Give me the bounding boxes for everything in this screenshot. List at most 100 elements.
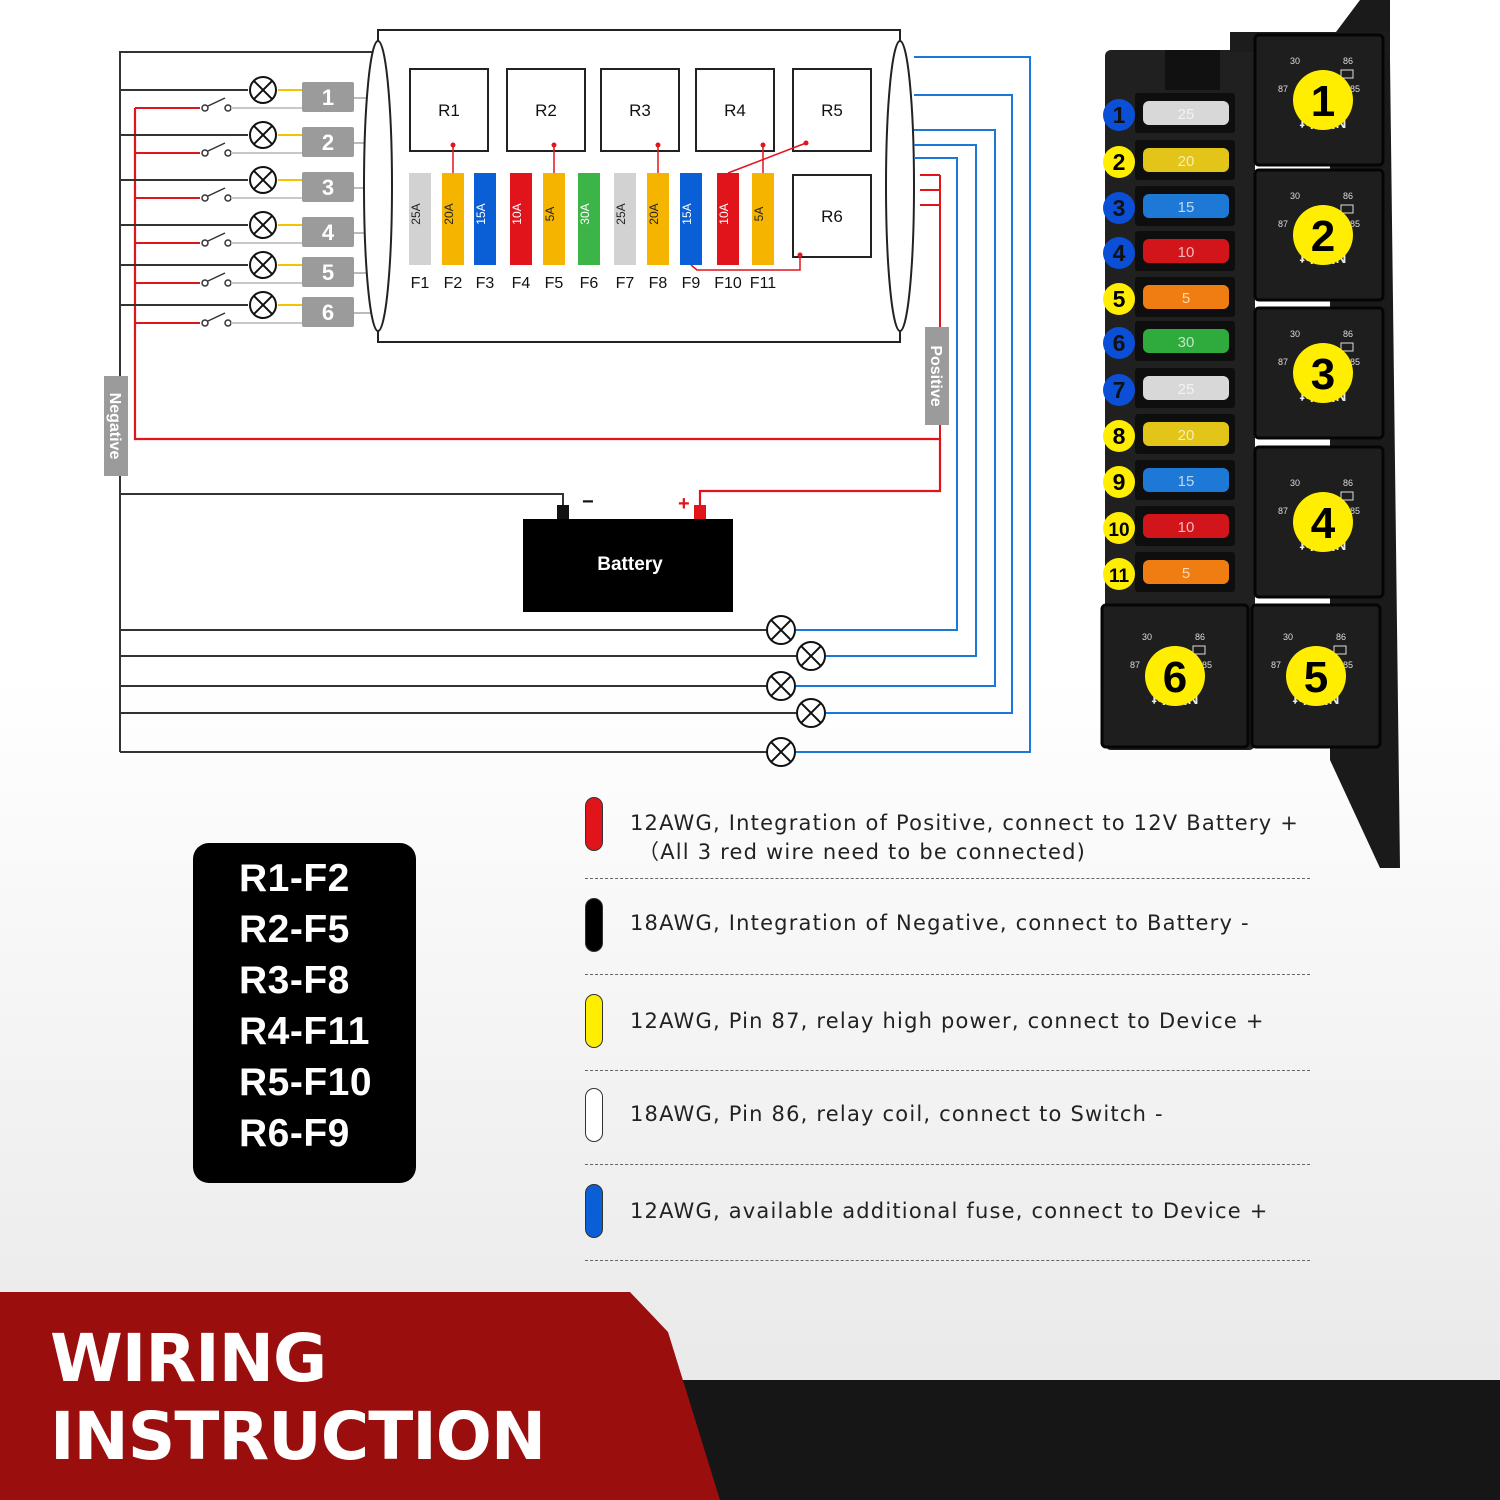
lamp-icon-x <box>253 80 273 100</box>
link-dot <box>551 142 557 148</box>
fuse-label: F4 <box>512 275 531 292</box>
relay-pin-label: 30 <box>1290 56 1300 66</box>
blue-wire <box>796 157 958 631</box>
relay-pin-label: 86 <box>1343 329 1353 339</box>
relay-pin-label: 85 <box>1350 84 1360 94</box>
relay-r1 <box>409 68 489 152</box>
legend-swatch-red <box>585 797 603 851</box>
relay-coil-icon <box>1340 204 1354 214</box>
switch-icon <box>201 149 209 157</box>
relay-coil-icon <box>1333 645 1347 655</box>
fuse-f10 <box>717 173 739 265</box>
battery-minus-sign: − <box>582 491 594 513</box>
blue-wire <box>826 94 1013 714</box>
device-lamp-icon-x <box>800 645 822 667</box>
battery-terminal-negative <box>557 505 569 520</box>
switch-icon <box>207 97 226 107</box>
fuse-rating: 25A <box>409 203 423 224</box>
legend-swatch-black <box>585 898 603 952</box>
legend-row-yellow: 12AWG, Pin 87, relay high power, connect… <box>585 974 1310 1071</box>
fuse-blade <box>1143 560 1229 584</box>
relay-pin-label: 87 <box>1278 357 1288 367</box>
fuse-slot-tag <box>1103 327 1135 359</box>
switch-number: 4 <box>322 220 335 245</box>
lamp-icon-x <box>253 215 273 235</box>
fuse-rating: 20A <box>647 203 661 224</box>
relay-pin-label: 86 <box>1343 56 1353 66</box>
fuse-rating: 5A <box>543 207 557 222</box>
fuse-label: F1 <box>411 275 430 292</box>
legend-swatch-white <box>585 1088 603 1142</box>
title-banner: WIRING INSTRUCTION <box>0 1292 720 1500</box>
negative-wire <box>120 493 564 508</box>
relay-r5 <box>792 68 872 152</box>
relay-pin-label: 85 <box>1343 660 1353 670</box>
fuse-blade <box>1143 101 1229 125</box>
switch-icon <box>224 149 232 157</box>
relay-pin-label: 87 <box>1278 84 1288 94</box>
relay-pin-label: 85 <box>1350 357 1360 367</box>
fuse-slot-value: 25 <box>1178 106 1195 123</box>
switch-icon <box>224 279 232 287</box>
fuse-slot-number: 10 <box>1108 520 1129 541</box>
link-dot <box>760 142 766 148</box>
fuse-blade <box>1143 285 1229 309</box>
relay-pin-label: 86 <box>1195 632 1205 642</box>
relay-coil-icon <box>1340 69 1354 79</box>
fuse-slot-number: 8 <box>1113 423 1126 449</box>
banner-title-line2: INSTRUCTION <box>50 1398 546 1475</box>
fuse-slot-value: 30 <box>1178 334 1195 351</box>
battery-terminal-positive <box>694 505 706 520</box>
fuse-slot-value: 25 <box>1178 381 1195 398</box>
fuse-rating: 5A <box>752 207 766 222</box>
fuse-f5 <box>543 173 565 265</box>
switch-number-tag <box>302 82 354 112</box>
relay-r2 <box>506 68 586 152</box>
fuse-f11 <box>752 173 774 265</box>
relay-coil-icon <box>1192 645 1206 655</box>
lamp-icon-x <box>253 295 273 315</box>
fuse-slot-tag <box>1103 512 1135 544</box>
fuse-blade <box>1143 194 1229 218</box>
fuse-label: F7 <box>616 275 635 292</box>
lamp-icon-x <box>253 170 273 190</box>
relay-pin-label: 86 <box>1343 191 1353 201</box>
link-dot <box>797 252 803 258</box>
positive-wire <box>133 108 942 508</box>
link-dot <box>655 142 661 148</box>
device-lamp-icon-x <box>770 619 792 641</box>
relay-pin-label: 85 <box>1350 219 1360 229</box>
fuse-blade <box>1143 422 1229 446</box>
switch-icon <box>207 142 226 152</box>
battery-plus-sign: + <box>678 493 690 515</box>
relay-number-badge <box>1145 646 1205 706</box>
relay-label: R2 <box>535 101 557 120</box>
fuse-slot-tag <box>1103 146 1135 178</box>
fuse-slot-tag <box>1103 558 1135 590</box>
relay-pin-label: 30 <box>1290 478 1300 488</box>
fuse-rating: 10A <box>510 203 524 224</box>
fuse-f8 <box>647 173 669 265</box>
switch-number-tag <box>302 172 354 202</box>
fuse-label: F6 <box>580 275 599 292</box>
battery-label: Battery <box>597 554 663 575</box>
fuse-blade <box>1143 514 1229 538</box>
relay-number-badge <box>1293 343 1353 403</box>
mapping-r5: R5-F10 <box>239 1061 373 1104</box>
fuse-f9 <box>680 173 702 265</box>
relay-pin-label: 86 <box>1343 478 1353 488</box>
fuse-slot-value: 20 <box>1178 153 1195 170</box>
fuse-slot-number: 11 <box>1109 566 1130 587</box>
fuse-slot-number: 4 <box>1113 240 1126 266</box>
fuse-blade <box>1143 468 1229 492</box>
blue-wire <box>796 56 1031 753</box>
legend-line-note: （All 3 red wire need to be connected) <box>638 840 1087 864</box>
fuse-f3 <box>474 173 496 265</box>
device-lamp-icon-x <box>800 702 822 724</box>
legend-line: 12AWG, Integration of Positive, connect … <box>630 811 1300 835</box>
block-top-notch <box>1165 50 1220 90</box>
mapping-r2: R2-F5 <box>239 908 350 951</box>
fuse-label: F3 <box>476 275 495 292</box>
legend-text-yellow: 12AWG, Pin 87, relay high power, connect… <box>630 1009 1265 1033</box>
relay-pin-label: 85 <box>1202 660 1212 670</box>
